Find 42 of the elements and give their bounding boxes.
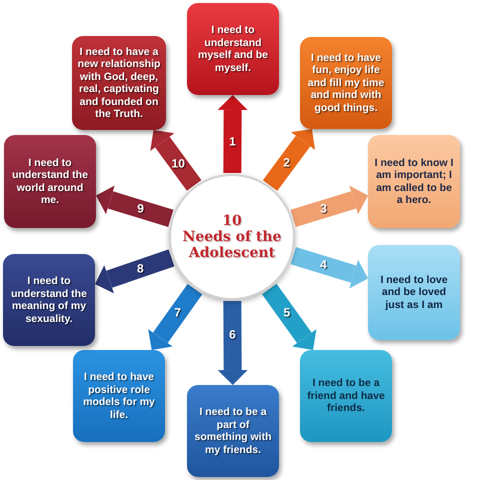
- arrow: [262, 284, 316, 350]
- arrow: [96, 186, 174, 227]
- arrow: [290, 247, 368, 288]
- need-box: [3, 254, 95, 346]
- need-box: [187, 3, 279, 95]
- arrow: [290, 186, 368, 227]
- edge-label: 4: [320, 258, 327, 272]
- need-text: I need to have a new relationship with God, deep, real, captivating and founded on the Truth.: [76, 46, 162, 120]
- arrow: [148, 284, 202, 350]
- need-text: I need to understand the world around me.: [11, 156, 89, 206]
- need-text: I need to know I am important; I am called to be a hero.: [374, 156, 454, 206]
- need-box: [300, 350, 392, 442]
- edge-label: 3: [320, 202, 327, 216]
- need-text: I need to love and be loved just as I am: [379, 274, 449, 312]
- edge-label: 2: [283, 156, 290, 170]
- edge-label: 10: [172, 157, 185, 170]
- arrow: [95, 249, 174, 294]
- edge-label: 1: [229, 135, 236, 148]
- need-box: [72, 36, 166, 130]
- edge-label: 6: [229, 328, 236, 342]
- need-box: [187, 385, 279, 477]
- edge-label: 8: [136, 262, 144, 276]
- need-box: [368, 245, 460, 340]
- need-text: I need to be a friend and have friends.: [306, 377, 386, 415]
- edge-label: 5: [283, 306, 290, 320]
- arrow: [218, 95, 248, 174]
- need-box: [368, 135, 460, 228]
- need-text: I need to have fun, enjoy life and fill my time and mind with good things.: [306, 52, 386, 114]
- arrow: [262, 129, 316, 191]
- center-number: 10: [221, 213, 243, 229]
- arrow: [218, 300, 248, 385]
- center-title: Needs of the Adolescent: [182, 229, 282, 261]
- edge-label: 7: [174, 306, 181, 320]
- edge-label: 9: [137, 202, 144, 216]
- need-text: I need to have positive role models for my life.: [82, 371, 156, 421]
- need-text: I need to understand the meaning of my sexuality.: [10, 275, 88, 325]
- need-text: I need to understand myself and be myself.: [196, 24, 270, 74]
- need-text: I need to be a part of something with my friends.: [194, 406, 272, 456]
- need-box: [4, 135, 96, 228]
- arrow: [150, 130, 202, 191]
- need-box: [300, 37, 392, 129]
- need-box: [73, 350, 165, 442]
